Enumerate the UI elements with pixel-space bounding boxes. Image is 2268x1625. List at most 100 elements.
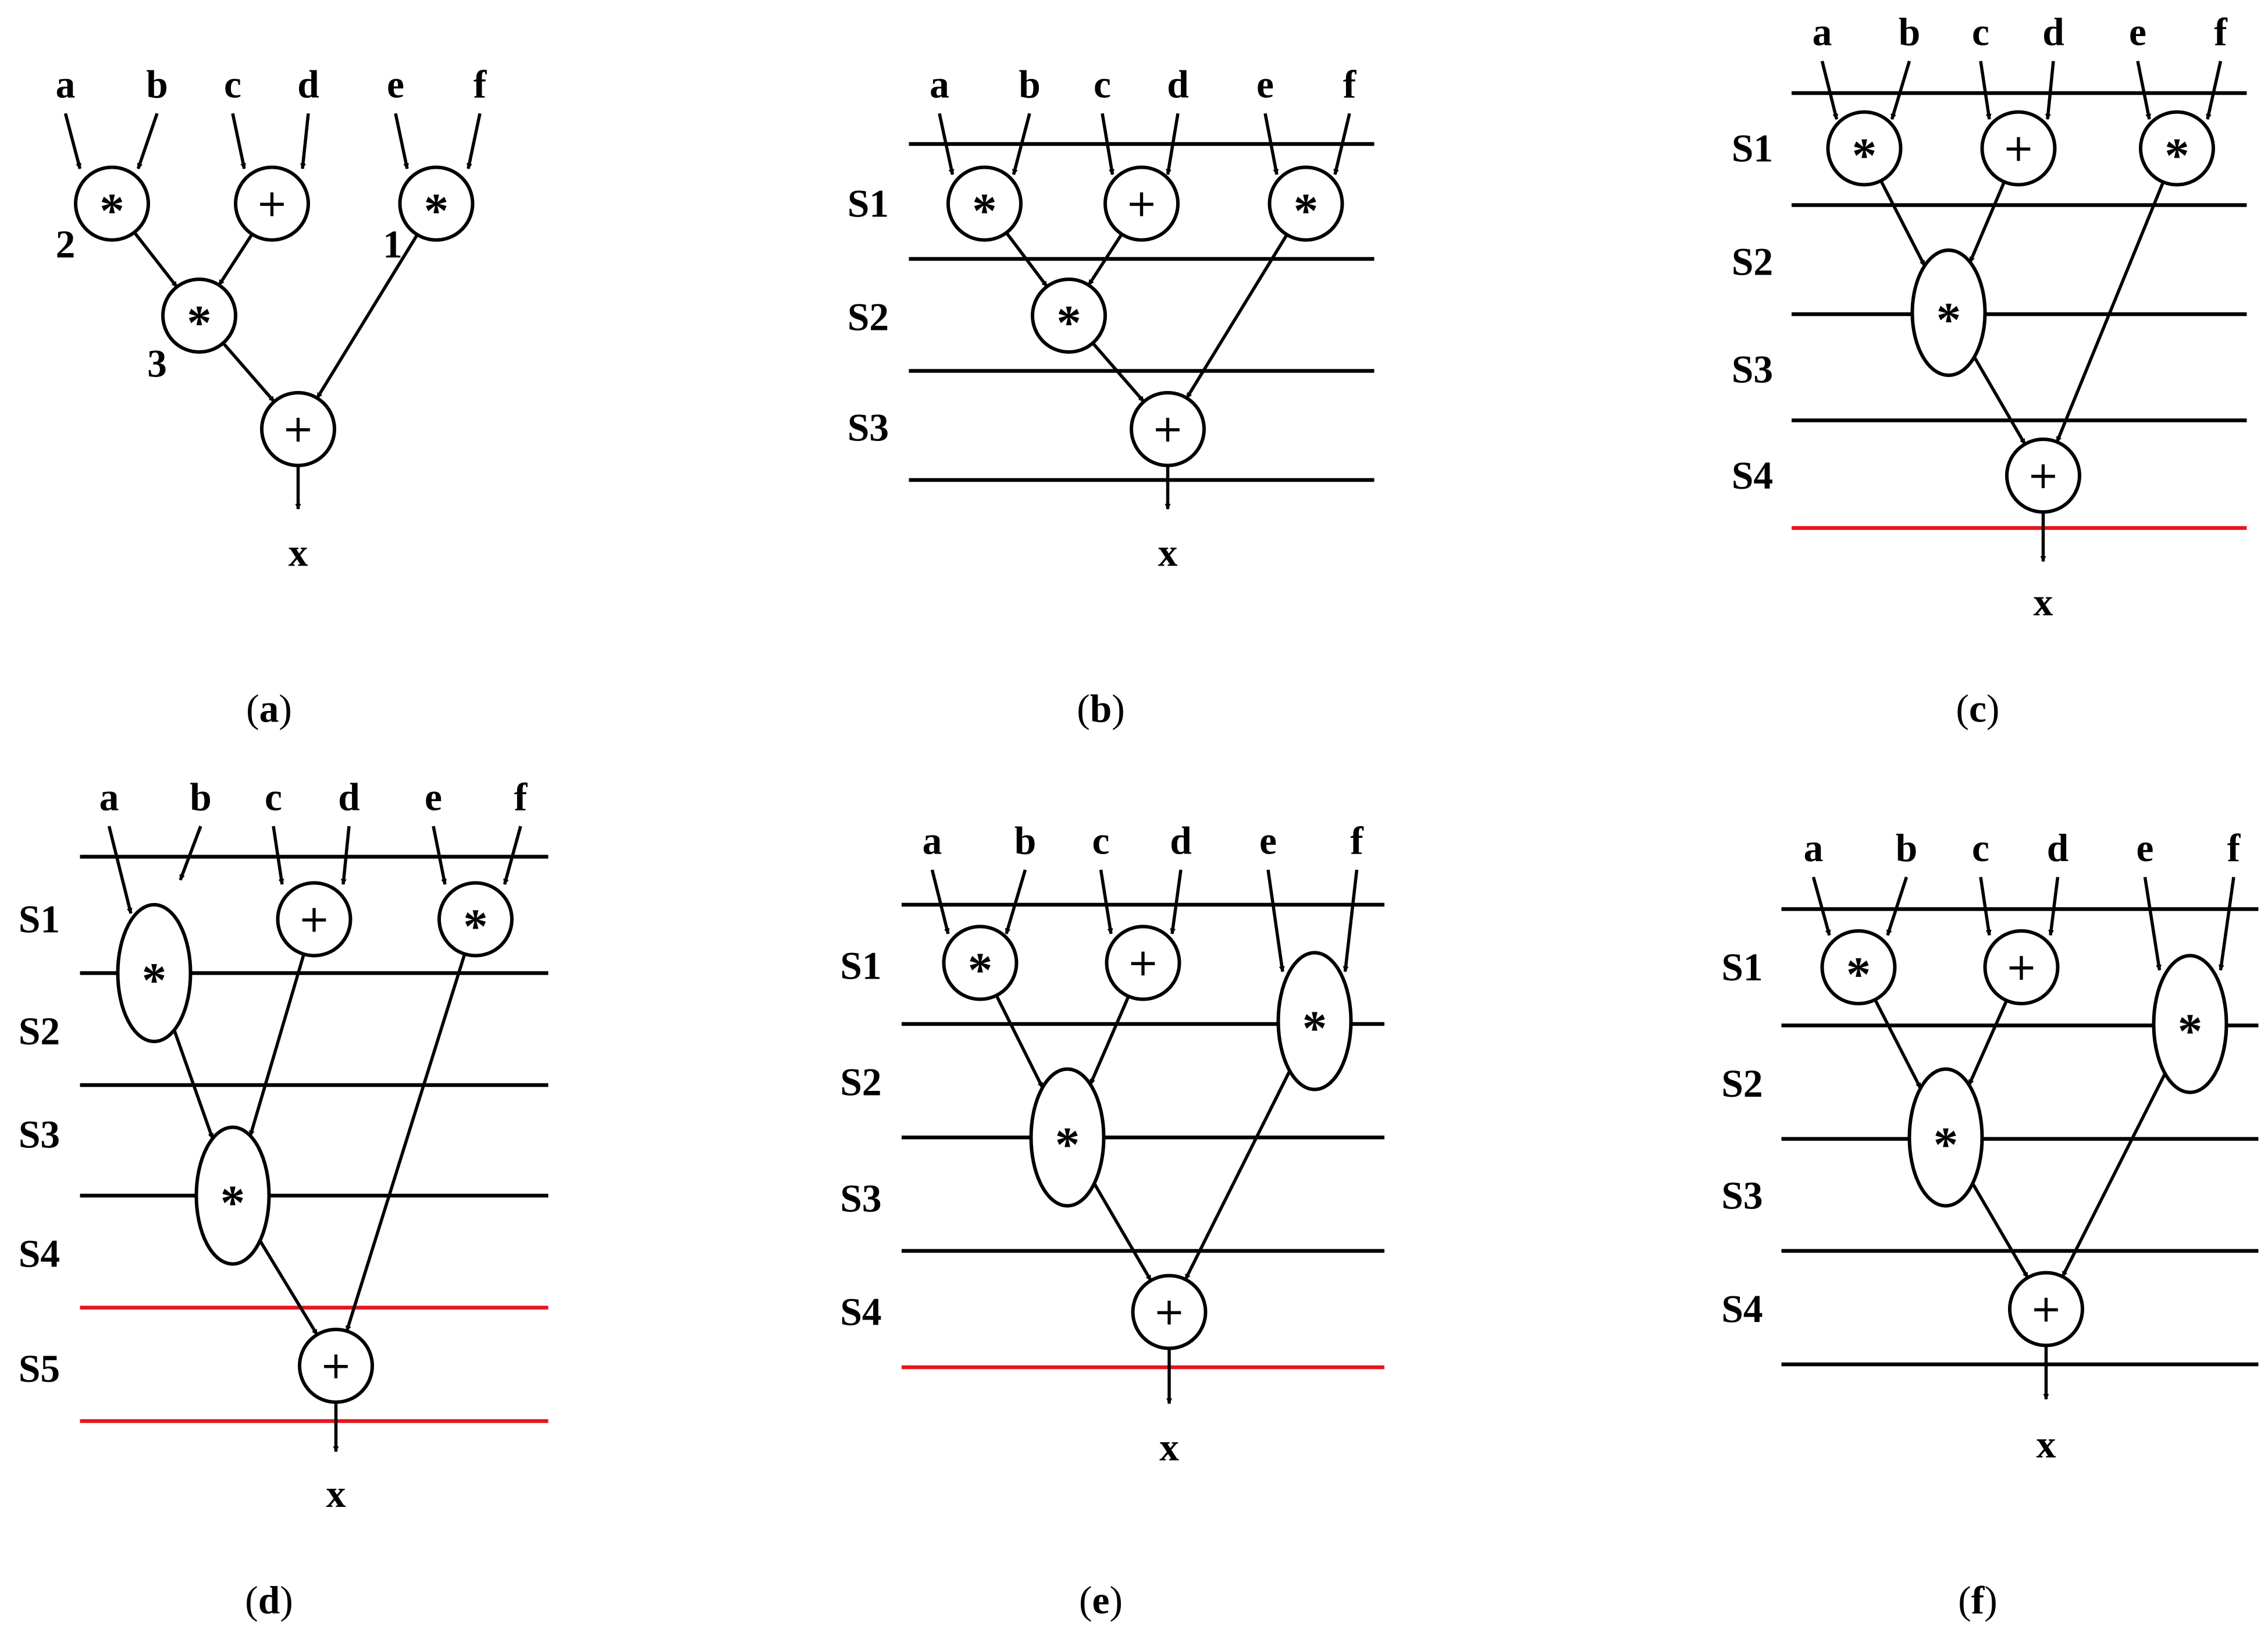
panel-caption: (a) xyxy=(246,687,292,730)
edge-n1-n4 xyxy=(1874,998,1922,1089)
multiply-node xyxy=(1267,165,1344,242)
input-label-a: a xyxy=(56,63,76,106)
input-label-a: a xyxy=(99,776,119,819)
multiply-node xyxy=(946,165,1023,242)
caption-letter: e xyxy=(1092,1578,1110,1622)
add-operator: + xyxy=(282,407,314,451)
caption-close-paren: ) xyxy=(280,1578,293,1622)
input-arrow-e xyxy=(1266,869,1285,972)
input-label-c: c xyxy=(224,63,241,106)
edge-n2-n4 xyxy=(218,233,254,286)
input-arrow-b xyxy=(136,113,159,169)
caption-letter: b xyxy=(1090,687,1112,730)
multiply-node xyxy=(398,165,475,242)
input-label-e: e xyxy=(425,776,442,819)
input-label-c: c xyxy=(1094,63,1111,106)
caption-letter: f xyxy=(1971,1578,1985,1622)
multiply-node xyxy=(194,1125,271,1266)
input-arrow-c xyxy=(1979,877,1992,936)
add-node xyxy=(1105,924,1181,1001)
input-label-c: c xyxy=(1972,10,1989,54)
stage-label-s1: S1 xyxy=(840,944,881,988)
edge-n3-n5 xyxy=(2055,181,2165,443)
add-node xyxy=(276,881,353,958)
edge-n1-n4 xyxy=(133,231,179,288)
output-label-x: x xyxy=(2034,581,2053,624)
multiply-operator: * xyxy=(463,899,488,954)
stage-label-s3: S3 xyxy=(1732,348,1773,392)
stage-label-s2: S2 xyxy=(1721,1062,1763,1105)
caption-open-paren: ( xyxy=(1079,1578,1092,1622)
multiply-operator: * xyxy=(2164,129,2189,183)
add-operator: + xyxy=(320,1344,351,1388)
input-label-f: f xyxy=(514,776,528,819)
multiply-operator: * xyxy=(99,184,124,239)
edge-n4-n5 xyxy=(1091,342,1145,403)
multiply-operator: * xyxy=(1056,296,1081,350)
input-arrow-a xyxy=(930,869,950,934)
input-label-f: f xyxy=(1350,819,1364,863)
multiply-operator: * xyxy=(1936,293,1961,347)
input-arrow-c xyxy=(272,826,284,885)
add-operator: + xyxy=(298,898,330,941)
stage-label-s4: S4 xyxy=(19,1232,60,1276)
edge-n1-n4 xyxy=(1879,180,1927,267)
input-label-d: d xyxy=(338,776,360,819)
edge-n2-n4 xyxy=(248,954,305,1137)
add-node xyxy=(1983,929,2060,1005)
input-arrow-f xyxy=(1333,113,1351,175)
input-label-d: d xyxy=(297,63,319,106)
input-arrow-b xyxy=(1890,61,1911,120)
input-arrow-f xyxy=(2206,61,2223,120)
multiply-node xyxy=(1029,1067,1106,1208)
input-label-e: e xyxy=(387,63,404,106)
input-label-c: c xyxy=(265,776,282,819)
input-label-f: f xyxy=(2227,826,2241,870)
add-operator: + xyxy=(2027,454,2059,497)
edge-n2-n4 xyxy=(1087,233,1123,286)
edge-n4-n5 xyxy=(1973,356,2027,445)
add-operator: + xyxy=(2030,1288,2062,1331)
input-label-e: e xyxy=(2129,10,2146,54)
edge-n3-n5 xyxy=(1185,233,1288,399)
input-label-e: e xyxy=(1256,63,1274,106)
multiply-operator: * xyxy=(220,1176,245,1231)
add-operator: + xyxy=(1153,1290,1185,1334)
input-arrow-e xyxy=(2136,61,2152,120)
caption-letter: d xyxy=(258,1578,280,1622)
stage-label-s1: S1 xyxy=(1732,127,1773,170)
input-arrow-d xyxy=(300,113,310,169)
stage-label-s4: S4 xyxy=(840,1290,881,1334)
edge-n1-n4 xyxy=(172,1029,215,1140)
stage-label-s2: S2 xyxy=(19,1009,60,1053)
node-weight-label: 2 xyxy=(56,223,76,266)
output-label-x: x xyxy=(326,1472,346,1516)
stage-label-s1: S1 xyxy=(848,182,889,226)
output-label-x: x xyxy=(1158,531,1178,575)
multiply-node xyxy=(161,278,237,354)
add-node xyxy=(1980,110,2057,187)
edge-n3-n5 xyxy=(315,233,419,399)
input-label-f: f xyxy=(473,63,487,106)
input-arrow-a xyxy=(938,113,955,175)
caption-open-paren: ( xyxy=(245,1578,258,1622)
input-label-a: a xyxy=(923,819,942,863)
stage-label-s3: S3 xyxy=(1721,1174,1763,1218)
edge-n2-n4 xyxy=(1967,1000,2009,1086)
input-arrow-d xyxy=(1166,113,1180,175)
edge-n3-n5 xyxy=(1184,1070,1291,1281)
input-label-a: a xyxy=(1804,826,1824,870)
stage-label-s3: S3 xyxy=(840,1177,881,1221)
caption-close-paren: ) xyxy=(1109,1578,1122,1622)
multiply-operator: * xyxy=(187,296,212,350)
input-arrow-b xyxy=(1012,113,1031,175)
multiply-operator: * xyxy=(972,184,997,239)
stage-label-s2: S2 xyxy=(840,1061,881,1104)
input-label-d: d xyxy=(1170,819,1192,863)
add-operator: + xyxy=(1152,407,1183,451)
input-arrow-d xyxy=(1170,869,1183,934)
stage-label-s3: S3 xyxy=(848,406,889,450)
